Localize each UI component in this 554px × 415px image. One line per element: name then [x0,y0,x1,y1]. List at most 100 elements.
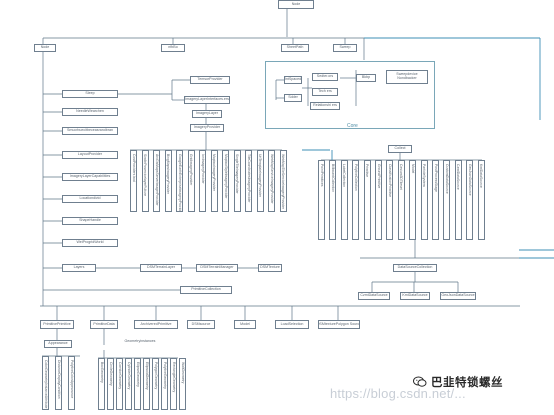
vgroup-a-item-2: SimlinPoservicelayerFulture [141,150,149,212]
mid-stack-1: TemsorProvider [190,76,230,84]
vgroup-d-item-3: CorridorGeometry [116,358,123,410]
brand-badge: 巴韭特锁螺丝 [413,373,503,391]
core-item-7: Sweepdevice Nondbacker [386,70,428,84]
vgroup-b-item-9: Model [409,160,417,240]
brand-text: 巴韭特锁螺丝 [431,377,503,389]
vgroup-b-item-label: Primitive [365,164,370,177]
vgroup-a-item-10: SingleTileImageryProvider [233,150,241,212]
core-item-2: Sdder [284,94,302,102]
vgroup-b-item-15: KmlDataSource [477,160,485,240]
vgroup-c-item-label: ColorGeometryInstanceAttribute [43,360,48,409]
vgroup-b-item-label: LabelCollection [342,164,347,188]
vgroup-b-item-label: Model [410,164,415,174]
vgroup-b-item-label: BillboardCollection [330,164,335,193]
vgroup-c-item-label: DistanceDisplayCondition [56,360,61,399]
vgroup-b-item-1: PointPrimitives [318,160,325,240]
vgroup-d-item-label: CorridorGeometry [117,362,122,390]
vgroup-b-item-label: GeoJsonDataSource [467,164,472,196]
top-node-1: Node [34,44,56,52]
vgroup-b-item-label: CustomDataSource [444,164,449,194]
vgroup-a-item-label: UrlTemplateImageryProvider [258,154,262,197]
vgroup-a-item-label: CostProviders bod [131,154,136,182]
vgroup-a-item-label: WebMapServiceImageryProvider [269,154,274,204]
vgroup-a-item-12: UrlTemplateImageryProvider [256,150,264,212]
core-item-4: Tech ers [312,88,338,96]
vgroup-b-item-13: CzmlDataSource [454,160,462,240]
vgroup-d-item-1: BoxGeometry [98,358,105,410]
left-chain-9: Layers [62,264,96,272]
vgroup-a-item-11: TileCoordinatesImageryProvider [245,150,252,212]
bottom-sub-2: Geometryinstances [118,338,162,346]
vgroup-c-item-2: DistanceDisplayCondition [55,356,62,410]
left-chain-7: ShapeHandle [62,217,118,225]
bottom-row-2: PrimitiveData [90,320,118,329]
vgroup-b-item-14: GeoJsonDataSource [466,160,474,240]
core-region [265,61,435,129]
vgroup-b-item-label: KmlDataSource [479,164,484,188]
vgroup-a-item-1: CostProviders bod [130,150,137,212]
top-node-3: SheetPath [281,44,309,52]
datasource-parent: DataSourceCollection [393,264,437,272]
core-item-6: Bkbp [356,74,376,82]
vgroup-b-item-label: PointPrimitives [319,164,324,187]
vgroup-d-item-label: WallGeometry [180,362,185,384]
vgroup-b-item-label: Cesium3DTileset [399,164,404,190]
left-chain-3: Smucrbuecitbeceasrandbran [62,127,118,135]
wechat-icon [413,376,427,387]
vgroup-a-item-label: IonImageryProvider [200,154,205,184]
bottom-row-5: Model [234,320,256,329]
mid-stack-4: ImageryProvider [190,124,224,132]
vgroup-d-item-label: EllipsoidGeometry [144,362,149,390]
collect-node: Collect [388,145,412,153]
vgroup-a-item-label: GoogleEarthEnterpriseImageryProvider [177,154,182,212]
vgroup-b-item-label: GroundPrimitive [376,164,381,189]
vgroup-d-item-label: EllipseGeometry [135,362,140,387]
core-item-1: IntSpaced [284,76,302,84]
layers-row-4: DSMTexture [258,264,282,272]
vgroup-d-item-6: EllipsoidGeometry [143,358,150,410]
vgroup-a-item-14: WebMapTileServiceImageryProvider [279,150,287,212]
vgroup-a-item-4: BingMapsImageryProvider [164,150,172,212]
vgroup-a-item-label: GridImageryProvider [189,154,193,186]
left-chain-2: NeedleWearchen [62,108,118,116]
bottom-row-3: ArchiveredPrimitive [134,320,178,329]
vgroup-d-item-label: PolygonGeometry [153,362,158,390]
core-item-5: Relationshi ers [310,102,340,110]
vgroup-b-item-6: GroundPrimitive [375,160,382,240]
vgroup-a-item-7: IonImageryProvider [199,150,206,212]
bottom-row-4: DSMsource [187,320,215,329]
left-chain-4: LayoutProvider [62,151,118,159]
datasource-child-1: CzmlDataSource [358,292,390,300]
vgroup-d-item-2: CircleGeometry [107,358,114,410]
vgroup-a-item-label: WebMapTileServiceImageryProvider [281,154,285,210]
vgroup-d-item-4: CylinderGeometry [125,358,132,410]
top-node-2: nfbBo [161,44,185,52]
vgroup-b-item-4: PolylineCollection [352,160,360,240]
vgroup-a-item-6: GridImageryProvider [187,150,195,212]
watermark-url: https://blog.csdn.net/... [330,386,466,401]
vgroup-a-item-label: MapboxStyleImageryProvider [223,154,228,199]
vgroup-a-item-13: WebMapServiceImageryProvider [268,150,275,212]
vgroup-a-item-8: MapboxImageryProvider [210,150,218,212]
vgroup-c-item-3: PolylineColorAppearance [68,356,75,410]
bottom-row-6: LoadSelection [275,320,309,329]
vgroup-c-item-1: ColorGeometryInstanceAttribute [42,356,49,410]
left-chain-5: ImageryLayerCapabilities [62,173,118,181]
datasource-child-3: GeoJsonDataSource [440,292,476,300]
vgroup-c-item-label: PolylineColorAppearance [69,360,74,399]
core-region-label: Core [347,123,358,129]
mid-stack-2: ImageryLayerInterfaces.ers [184,96,230,104]
vgroup-b-item-label: ParticleSystem [422,164,427,187]
vgroup-b-item-label: PostProcessStage [433,164,438,192]
layers-row-3: DSMTerrainManager [196,264,238,272]
bottom-row-1: PrimitivePrimitive [40,320,74,329]
mid-stack-3: ImageryLayer [192,110,222,118]
vgroup-b-item-11: PostProcessStage [432,160,439,240]
vgroup-d-item-8: PolylineGeometry [161,358,168,410]
vgroup-d-item-label: CylinderGeometry [126,362,131,390]
vgroup-a-item-label: TileCoordinatesImageryProvider [246,154,251,203]
vgroup-a-item-label: MapboxImageryProvider [212,154,216,191]
vgroup-a-item-5: GoogleEarthEnterpriseImageryProvider [176,150,183,212]
